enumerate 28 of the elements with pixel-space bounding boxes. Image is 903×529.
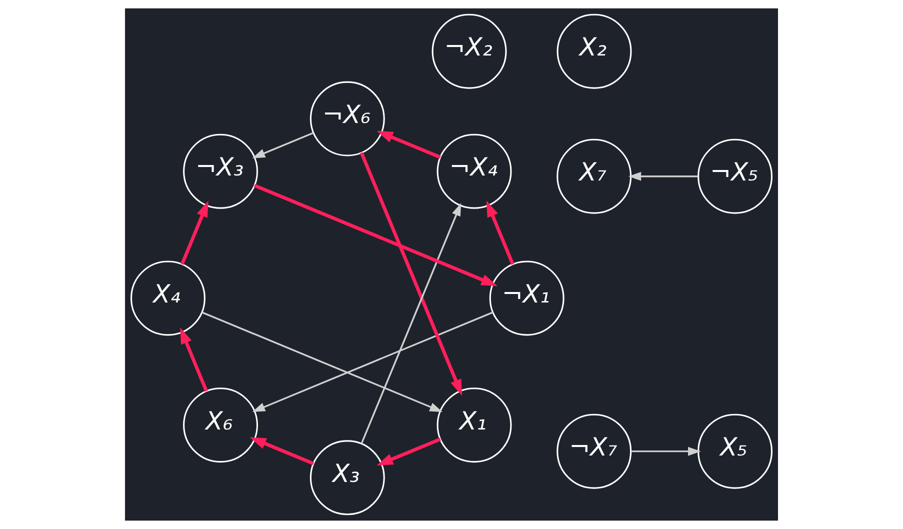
node-circle: X₂: [556, 14, 632, 89]
node-circle: ¬X₅: [698, 138, 773, 214]
arrow: [376, 438, 441, 466]
arrow: [360, 152, 462, 396]
node-circle: X₆: [183, 388, 258, 463]
node-circle: ¬X₁: [489, 260, 564, 336]
arrow: [252, 132, 314, 158]
arrow: [180, 200, 208, 265]
arrow: [376, 130, 441, 159]
arrow: [250, 437, 314, 466]
node-circle: ¬X₂: [432, 14, 507, 89]
arrow: [628, 172, 698, 181]
node-circle: ¬X₆: [310, 81, 385, 156]
node-circle: ¬X₃: [183, 134, 258, 209]
arrow: [180, 328, 208, 392]
arrow: [254, 184, 498, 286]
arrow: [631, 446, 701, 456]
node-circle: X₃: [310, 440, 385, 516]
arrow: [486, 200, 514, 265]
arrow: [202, 311, 443, 412]
node-circle: ¬X₄: [436, 134, 512, 209]
node-circle: X₄: [130, 260, 206, 336]
node-circle: X₅: [698, 414, 773, 489]
node-circle: ¬X₇: [556, 414, 632, 489]
arrow: [252, 311, 494, 412]
node-circle: X₁: [436, 388, 512, 463]
arrow: [360, 203, 462, 444]
node-circle: X₇: [556, 138, 632, 214]
